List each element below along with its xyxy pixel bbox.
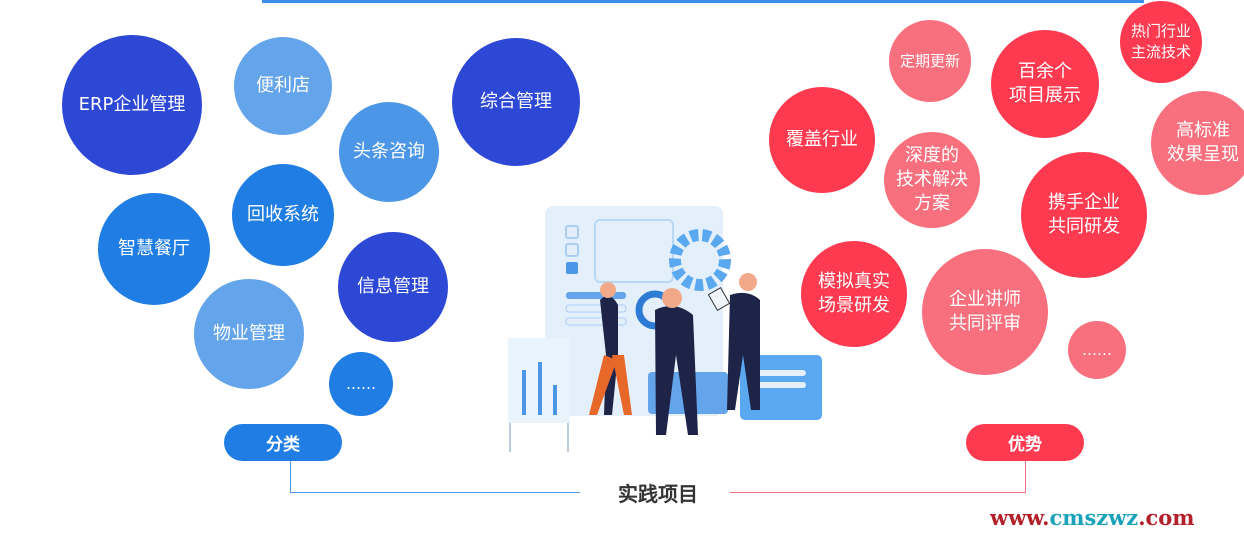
- category-pill: 分类: [224, 424, 342, 461]
- blue-connector-v: [290, 461, 291, 493]
- top-divider: [262, 0, 1144, 3]
- advantage-bubble: 模拟真实 场景研发: [801, 241, 907, 347]
- category-bubble: 物业管理: [194, 279, 304, 389]
- advantage-bubble: 热门行业 主流技术: [1120, 1, 1202, 83]
- advantage-bubble: 高标准 效果呈现: [1151, 91, 1244, 195]
- advantage-bubble: 企业讲师 共同评审: [922, 249, 1048, 375]
- red-connector-v: [1025, 461, 1026, 493]
- red-connector-h: [730, 492, 1026, 493]
- advantage-bubble: 深度的 技术解决 方案: [884, 132, 980, 228]
- category-bubble: 便利店: [234, 37, 332, 135]
- blue-connector-h: [290, 492, 580, 493]
- category-bubble: 信息管理: [338, 232, 448, 342]
- advantage-pill: 优势: [966, 424, 1084, 461]
- category-bubble: 综合管理: [452, 38, 580, 166]
- center-title: 实践项目: [618, 482, 698, 506]
- advantage-bubble: 百余个 项目展示: [991, 30, 1099, 138]
- category-bubble: 头条咨询: [339, 102, 439, 202]
- watermark: www.cmszwz.com: [990, 505, 1195, 530]
- advantage-bubble: 覆盖行业: [769, 87, 875, 193]
- category-bubble: ERP企业管理: [62, 35, 202, 175]
- category-bubble: 回收系统: [232, 164, 334, 266]
- category-bubble: 智慧餐厅: [98, 193, 210, 305]
- advantage-bubble: ……: [1068, 321, 1126, 379]
- advantage-bubble: 携手企业 共同研发: [1021, 152, 1147, 278]
- advantage-bubble: 定期更新: [889, 20, 971, 102]
- category-bubble: ……: [329, 352, 393, 416]
- team-illustration: [508, 206, 822, 452]
